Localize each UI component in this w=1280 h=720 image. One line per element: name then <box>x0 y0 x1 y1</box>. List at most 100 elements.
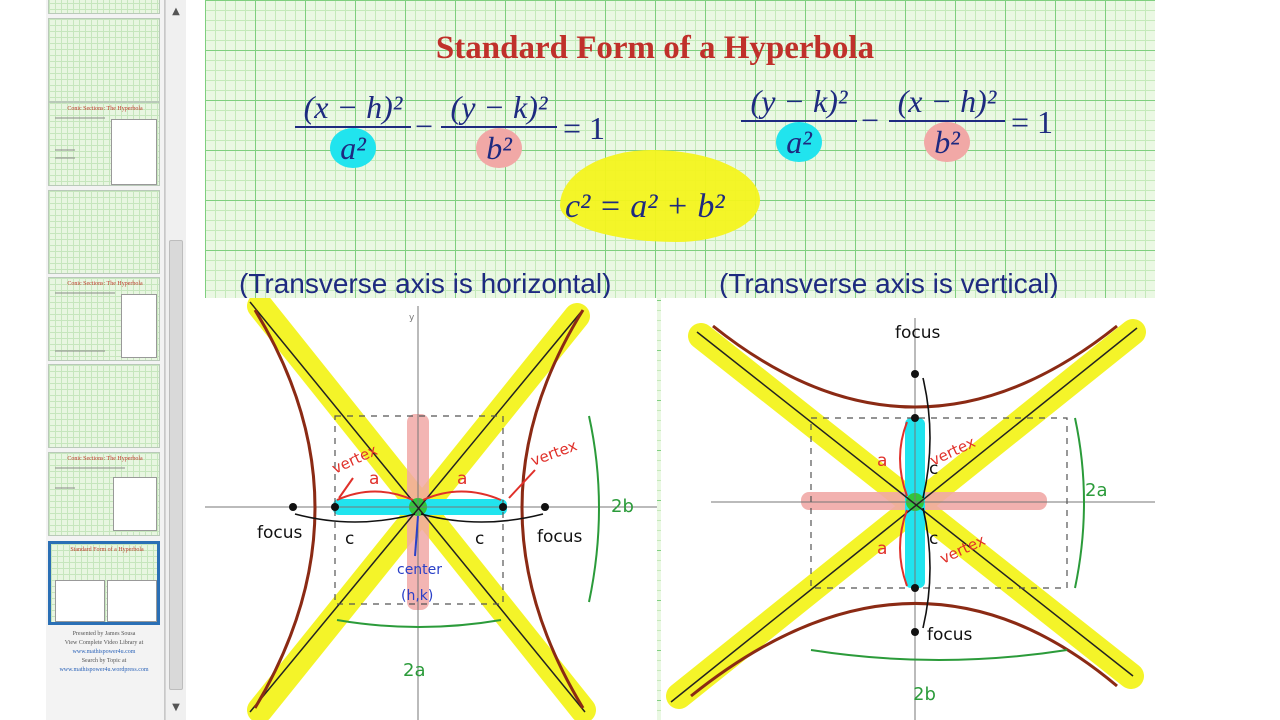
formula-left-equals: = 1 <box>563 110 606 146</box>
hyperbola-bottom-branch <box>690 601 1118 698</box>
label-center-coords: (h,k) <box>401 588 433 604</box>
label-a: a <box>369 469 379 489</box>
c-brace-right <box>420 513 544 523</box>
formula-right-fraction-2: (x − h)² b² <box>889 82 1005 162</box>
formula-right-minus: − <box>861 102 880 138</box>
hyperbola-top-branch <box>712 324 1118 409</box>
hyperbola-right-branch <box>520 309 585 709</box>
a-brace-left <box>336 490 414 501</box>
vertex-arrow <box>508 469 536 499</box>
label-2b: 2b <box>913 684 936 705</box>
label-a: a <box>877 539 887 559</box>
graph-horizontal-hyperbola: y a a vertex vertex c <box>205 298 657 720</box>
label-2a: 2a <box>403 660 425 681</box>
asymptote-line <box>696 331 1134 677</box>
graph-right-svg: focus focus a a vertex vertex c c 2a 2b <box>666 318 1155 720</box>
scroll-up-arrow-icon[interactable]: ▲ <box>172 6 180 17</box>
label-focus: focus <box>927 625 973 645</box>
brace-2b <box>588 415 600 603</box>
slide-thumbnail-5[interactable]: Conic Sections: The Hyperbola <box>48 277 160 361</box>
formula-right-fraction-1: (y − k)² a² <box>741 82 857 162</box>
label-focus: focus <box>537 527 583 547</box>
thumbnail-scrollbar[interactable]: ▲ ≡ ▼ <box>165 0 186 720</box>
label-focus: focus <box>895 323 941 343</box>
slide-title: Standard Form of a Hyperbola <box>435 30 875 66</box>
formula-right-denominator-2: b² <box>924 122 970 162</box>
focus-point <box>541 503 549 511</box>
footer-line-1: Presented by James Sousa <box>72 631 136 637</box>
scroll-down-arrow-icon[interactable]: ▼ <box>172 702 180 713</box>
slide-thumbnail-2[interactable] <box>48 18 160 102</box>
label-2b: 2b <box>611 496 634 517</box>
a-brace-top <box>899 421 908 497</box>
c-brace-left <box>294 513 416 523</box>
vertex-arrow <box>338 477 354 499</box>
label-a: a <box>457 469 467 489</box>
brace-2a <box>336 619 502 628</box>
label-c: c <box>345 529 354 549</box>
fundamental-rectangle <box>810 417 1068 589</box>
label-a: a <box>877 451 887 471</box>
formula-left-fraction-2: (y − k)² b² <box>441 88 557 168</box>
slide-thumbnail-7[interactable]: Conic Sections: The Hyperbola <box>48 452 160 536</box>
slide-thumbnail-3[interactable]: Conic Sections: The Hyperbola <box>48 102 160 186</box>
thumbnail-title: Conic Sections: The Hyperbola <box>67 106 143 112</box>
brace-2b <box>810 649 1068 661</box>
formula-left-denominator-1: a² <box>330 128 376 168</box>
label-center: center <box>397 562 442 578</box>
formula-left-numerator-2: (y − k)² <box>441 88 557 128</box>
thumbnail-title: Conic Sections: The Hyperbola <box>67 456 143 462</box>
focus-point <box>289 503 297 511</box>
label-c: c <box>929 529 938 549</box>
slide-thumbnail-8-selected[interactable]: Standard Form of a Hyperbola <box>48 541 160 625</box>
formula-left-denominator-2: b² <box>476 128 522 168</box>
slide-canvas: Standard Form of a Hyperbola (x − h)² a²… <box>205 0 1155 720</box>
a-brace-bottom <box>899 509 908 587</box>
graph-vertical-hyperbola: focus focus a a vertex vertex c c 2a 2b <box>661 298 1155 720</box>
label-c: c <box>475 529 484 549</box>
thumbnail-title: Conic Sections: The Hyperbola <box>67 281 143 287</box>
label-focus: focus <box>257 523 303 543</box>
focus-point <box>911 628 919 636</box>
vertex-point <box>331 503 339 511</box>
formula-left-fraction-1: (x − h)² a² <box>295 88 411 168</box>
slide-thumbnail-6[interactable] <box>48 364 160 448</box>
thumbnail-footer: Presented by James Sousa View Complete V… <box>48 630 160 698</box>
asymptote-line <box>249 301 586 713</box>
vertex-point <box>911 584 919 592</box>
formula-right-denominator-1: a² <box>776 122 822 162</box>
formula-right-numerator-1: (y − k)² <box>741 82 857 122</box>
highlight-blob <box>560 150 760 242</box>
footer-line-3: Search by Topic at <box>81 658 127 664</box>
graph-left-svg: y a a vertex vertex c <box>205 298 657 720</box>
caption-horizontal: (Transverse axis is horizontal) <box>239 268 612 299</box>
footer-link-1[interactable]: www.mathispower4u.com <box>72 649 136 655</box>
slide-thumbnail-panel: Conic Sections: The Hyperbola Conic Sect… <box>46 0 165 720</box>
center-arrow <box>414 515 419 557</box>
formula-right-equals: = 1 <box>1011 104 1054 140</box>
label-2a: 2a <box>1085 480 1107 501</box>
scrollbar-thumb[interactable] <box>169 240 183 690</box>
label-vertex: vertex <box>528 436 579 469</box>
footer-link-2[interactable]: www.mathispower4u.wordpress.com <box>59 667 149 673</box>
formula-left-numerator-1: (x − h)² <box>295 88 411 128</box>
brace-2a <box>1074 417 1085 589</box>
caption-vertical: (Transverse axis is vertical) <box>719 268 1059 299</box>
formula-right-numerator-2: (x − h)² <box>889 82 1005 122</box>
asymptote-line <box>670 327 1138 703</box>
thumbnail-title: Standard Form of a Hyperbola <box>70 547 144 553</box>
slide-thumbnail-1[interactable] <box>48 0 160 14</box>
slide-thumbnail-4[interactable] <box>48 190 160 274</box>
focus-point <box>911 370 919 378</box>
a-brace-right <box>422 490 502 501</box>
y-axis-label: y <box>409 313 415 323</box>
vertex-point <box>911 414 919 422</box>
c-squared-formula: c² = a² + b² <box>565 188 725 225</box>
c-brace-bottom <box>922 507 931 629</box>
footer-line-2: View Complete Video Library at <box>64 640 144 646</box>
hyperbola-left-branch <box>253 309 317 709</box>
asymptote-line <box>249 311 582 713</box>
vertex-point <box>499 503 507 511</box>
c-brace-top <box>922 377 931 499</box>
label-c: c <box>929 459 938 479</box>
